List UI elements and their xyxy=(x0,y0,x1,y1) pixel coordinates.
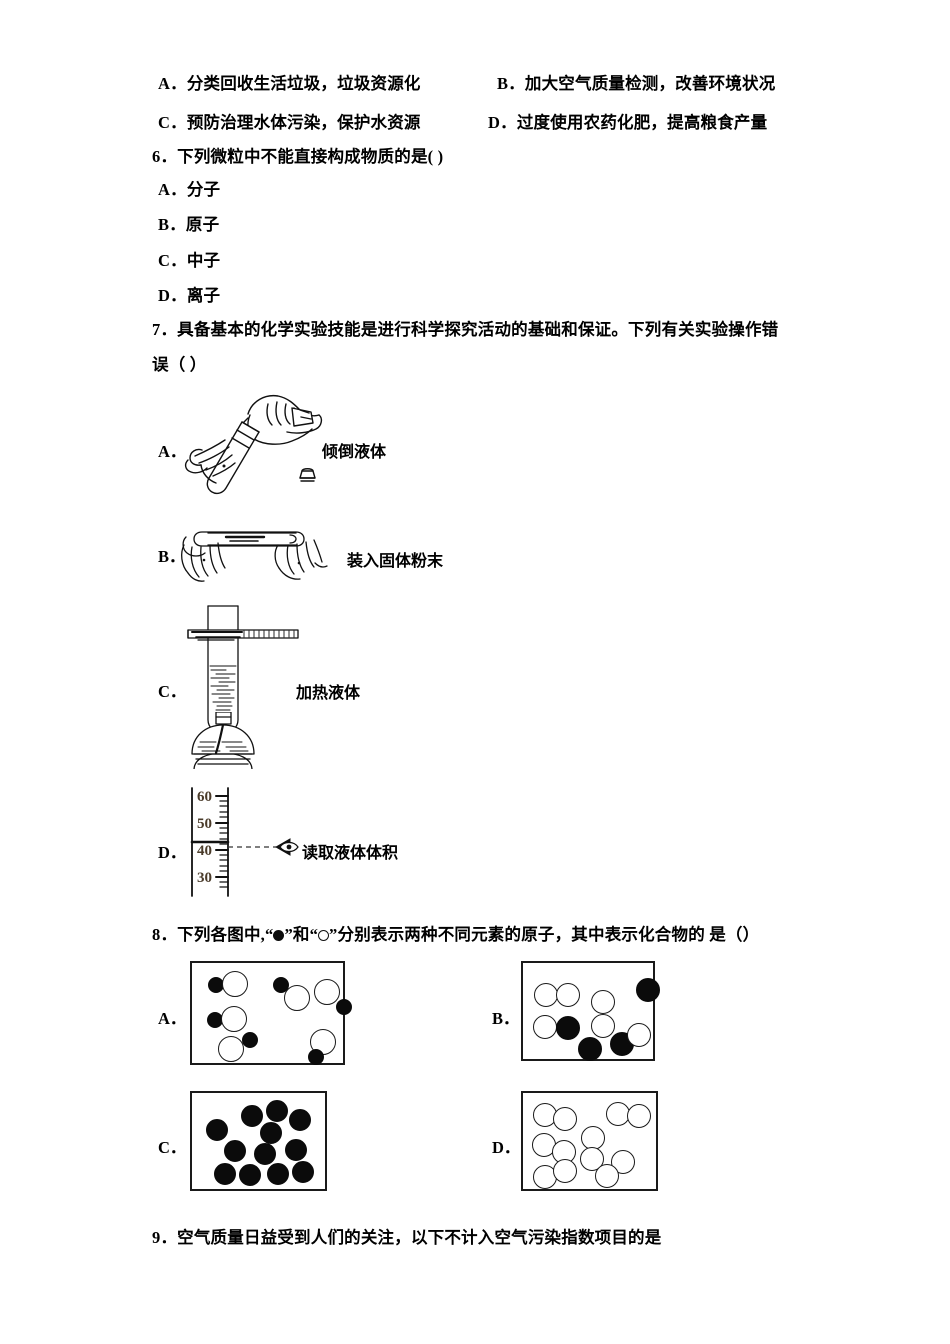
q7-option-b-caption: 装入固体粉末 xyxy=(347,553,444,570)
q6-option-d-text: 离子 xyxy=(186,286,221,305)
white-atom xyxy=(553,1159,577,1183)
molecule-box-c xyxy=(190,1091,327,1191)
graduated-cylinder-figure xyxy=(190,787,230,897)
q7-option-c-caption: 加热液体 xyxy=(296,685,361,702)
q7-stem-line2: 误（ ） xyxy=(152,355,207,374)
pouring-liquid-figure xyxy=(184,394,323,495)
black-atom xyxy=(273,977,289,993)
white-atom-symbol xyxy=(318,930,330,941)
q7-stem-line1: 7．具备基本的化学实验技能是进行科学探究活动的基础和保证。下列有关实验操作错 xyxy=(152,320,779,339)
q8-option-a-label: A． xyxy=(158,1009,187,1028)
black-atom xyxy=(636,978,660,1002)
white-atom xyxy=(284,985,310,1011)
q8-stem-part-a: 8．下列各图中, xyxy=(152,925,265,944)
black-atom xyxy=(556,1016,580,1040)
molecule-box-a xyxy=(190,961,352,1065)
q5-option-c: C．预防治理水体污染，保护水资源 xyxy=(158,113,421,133)
white-atom xyxy=(314,979,340,1005)
white-atom xyxy=(580,1147,604,1171)
white-atom xyxy=(627,1023,651,1047)
black-atom xyxy=(260,1122,282,1144)
black-atom xyxy=(292,1161,314,1183)
white-atom xyxy=(556,983,580,1007)
white-atom xyxy=(627,1104,651,1128)
white-atom xyxy=(534,983,558,1007)
black-atom xyxy=(239,1164,261,1186)
q6-option-a: A．分子 xyxy=(158,180,220,200)
q7-option-a-label: A． xyxy=(158,442,187,461)
molecule-box-d xyxy=(521,1091,658,1191)
q8-stem-part-d: ”分别表示两种不同元素的原子，其中表示化合物的 是（） xyxy=(329,925,760,944)
black-atom xyxy=(224,1140,246,1162)
q6-stem: 6．下列微粒中不能直接构成物质的是( ) xyxy=(152,147,444,166)
white-atom xyxy=(591,990,615,1014)
q7-option-b-label: B． xyxy=(158,547,186,566)
black-atom xyxy=(266,1100,288,1122)
q5-option-a-text: 分类回收生活垃圾，垃圾资源化 xyxy=(186,74,421,93)
q5-option-c-text: 预防治理水体污染，保护水资源 xyxy=(186,113,421,132)
q7-option-c-label: C． xyxy=(158,682,187,701)
q6-option-c-text: 中子 xyxy=(186,251,221,270)
black-atom xyxy=(578,1037,602,1061)
sight-line-and-eye-icon xyxy=(228,838,299,856)
black-atom xyxy=(289,1109,311,1131)
q6-option-a-label: A． xyxy=(158,180,187,199)
q5-option-a-label: A． xyxy=(158,74,187,93)
q6-option-a-text: 分子 xyxy=(186,180,221,199)
q8-stem: 8．下列各图中,“ ”和“ ”分别表示两种不同元素的原子，其中表示化合物的 是（） xyxy=(152,925,759,945)
q9-stem: 9．空气质量日益受到人们的关注，以下不计入空气污染指数项目的是 xyxy=(152,1228,662,1247)
black-atom xyxy=(336,999,352,1015)
black-atom-symbol xyxy=(273,930,285,941)
molecule-box-b xyxy=(521,961,660,1061)
q6-option-b-text: 原子 xyxy=(185,215,220,234)
cylinder-tick-60: 60 xyxy=(197,789,212,805)
q5-option-b: B．加大空气质量检测，改善环境状况 xyxy=(497,74,775,94)
black-atom xyxy=(308,1049,324,1065)
q6-option-b-label: B． xyxy=(158,215,186,234)
black-atom xyxy=(267,1163,289,1185)
loading-solid-powder-figure xyxy=(181,531,328,582)
black-atom xyxy=(285,1139,307,1161)
white-atom xyxy=(218,1036,244,1062)
white-atom xyxy=(595,1164,619,1188)
cylinder-tick-50: 50 xyxy=(197,816,212,832)
white-atom xyxy=(553,1107,577,1131)
q8-option-d-label: D． xyxy=(492,1138,521,1157)
black-atom xyxy=(214,1163,236,1185)
cylinder-tick-40: 40 xyxy=(197,843,212,859)
q6-option-c-label: C． xyxy=(158,251,187,270)
q6-option-b: B．原子 xyxy=(158,215,219,235)
white-atom xyxy=(533,1015,557,1039)
cylinder-tick-30: 30 xyxy=(197,870,212,886)
alcohol-lamp-figure xyxy=(191,712,255,765)
q5-option-b-label: B． xyxy=(497,74,525,93)
white-atom xyxy=(222,971,248,997)
q5-option-c-label: C． xyxy=(158,113,187,132)
q5-option-d-text: 过度使用农药化肥，提高粮食产量 xyxy=(516,113,768,132)
q8-stem-quote-open: “ xyxy=(264,925,274,944)
q7-option-d-caption: 读取液体体积 xyxy=(302,845,399,862)
q6-option-d-label: D． xyxy=(158,286,187,305)
black-atom xyxy=(241,1105,263,1127)
q8-option-b-label: B． xyxy=(492,1009,520,1028)
q6-option-c: C．中子 xyxy=(158,251,220,271)
q5-option-d-label: D． xyxy=(488,113,517,132)
white-atom xyxy=(221,1006,247,1032)
q7-option-a-caption: 倾倒液体 xyxy=(322,444,387,461)
white-atom xyxy=(606,1102,630,1126)
white-atom xyxy=(591,1014,615,1038)
q8-stem-part-c: ”和“ xyxy=(284,925,319,944)
white-atom xyxy=(611,1150,635,1174)
q6-option-d: D．离子 xyxy=(158,286,220,306)
q8-option-c-label: C． xyxy=(158,1138,187,1157)
q7-option-d-label: D． xyxy=(158,843,187,862)
black-atom xyxy=(254,1143,276,1165)
black-atom xyxy=(242,1032,258,1048)
q5-option-d: D．过度使用农药化肥，提高粮食产量 xyxy=(488,113,767,133)
black-atom xyxy=(206,1119,228,1141)
q5-option-a: A．分类回收生活垃圾，垃圾资源化 xyxy=(158,74,421,94)
q5-option-b-text: 加大空气质量检测，改善环境状况 xyxy=(524,74,776,93)
